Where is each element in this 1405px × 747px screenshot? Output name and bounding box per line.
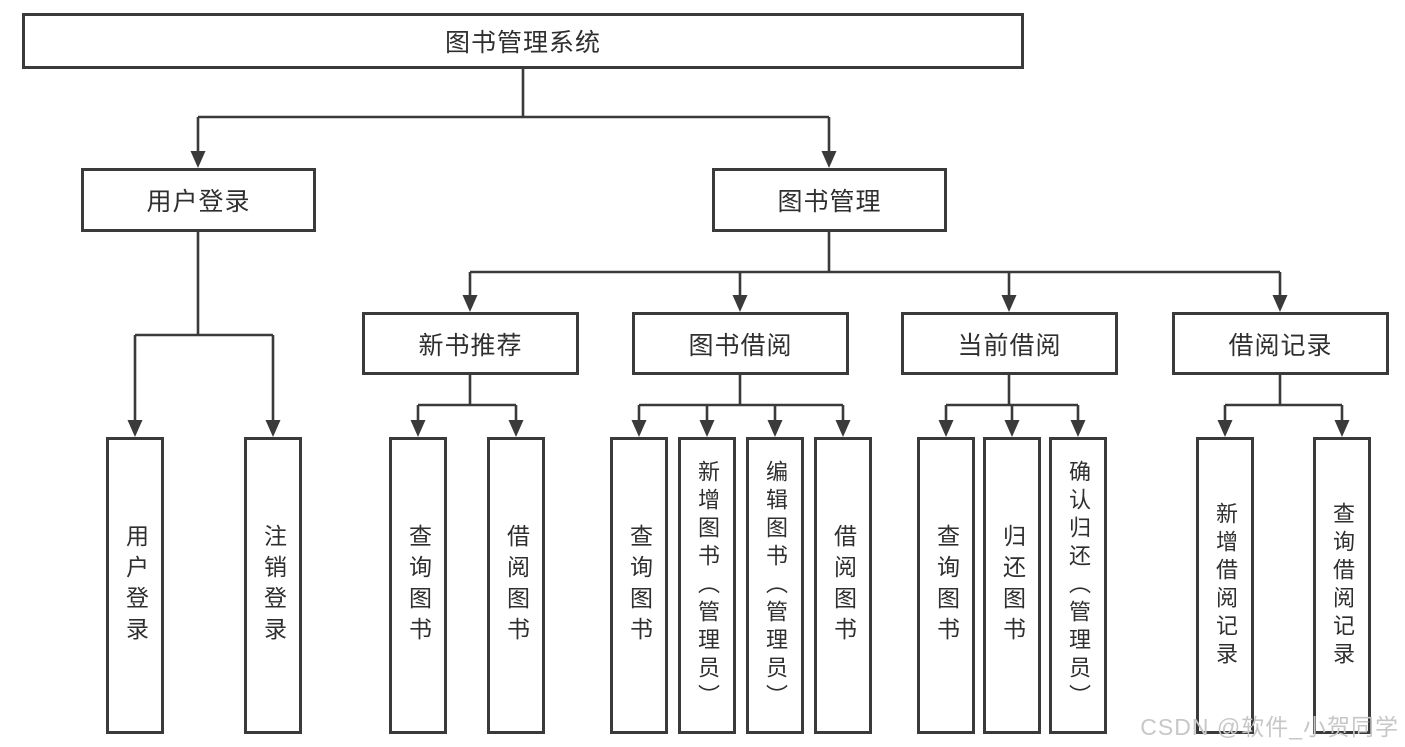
connector-path xyxy=(133,69,1344,421)
leaf-logout: 注销登录 xyxy=(244,437,302,734)
leaf-current-confirm-return-admin: 确认归还（管理员） xyxy=(1049,437,1107,734)
leaf-borrowing-borrow-books: 借阅图书 xyxy=(814,437,872,734)
leaf-recommend-borrow-books: 借阅图书 xyxy=(487,437,545,734)
node-user-login: 用户登录 xyxy=(81,168,316,232)
node-library-management-system: 图书管理系统 xyxy=(22,13,1024,69)
node-borrowing-records: 借阅记录 xyxy=(1172,312,1389,375)
leaf-recommend-query-books: 查询图书 xyxy=(389,437,447,734)
csdn-watermark: CSDN @软件_小贺同学 xyxy=(1140,714,1399,740)
leaf-records-query-record: 查询借阅记录 xyxy=(1313,437,1371,734)
node-new-book-recommend: 新书推荐 xyxy=(362,312,579,375)
node-book-borrowing: 图书借阅 xyxy=(632,312,849,375)
leaf-borrowing-edit-books-admin: 编辑图书（管理员） xyxy=(746,437,804,734)
leaf-borrowing-add-books-admin: 新增图书（管理员） xyxy=(678,437,736,734)
node-book-management: 图书管理 xyxy=(712,168,947,232)
leaf-borrowing-query-books: 查询图书 xyxy=(610,437,668,734)
leaf-current-query-books: 查询图书 xyxy=(917,437,975,734)
leaf-current-return-books: 归还图书 xyxy=(983,437,1041,734)
node-current-borrowing: 当前借阅 xyxy=(901,312,1118,375)
leaf-records-add-record: 新增借阅记录 xyxy=(1196,437,1254,734)
arrowhead-icon xyxy=(127,151,1350,437)
leaf-user-login: 用户登录 xyxy=(106,437,164,734)
